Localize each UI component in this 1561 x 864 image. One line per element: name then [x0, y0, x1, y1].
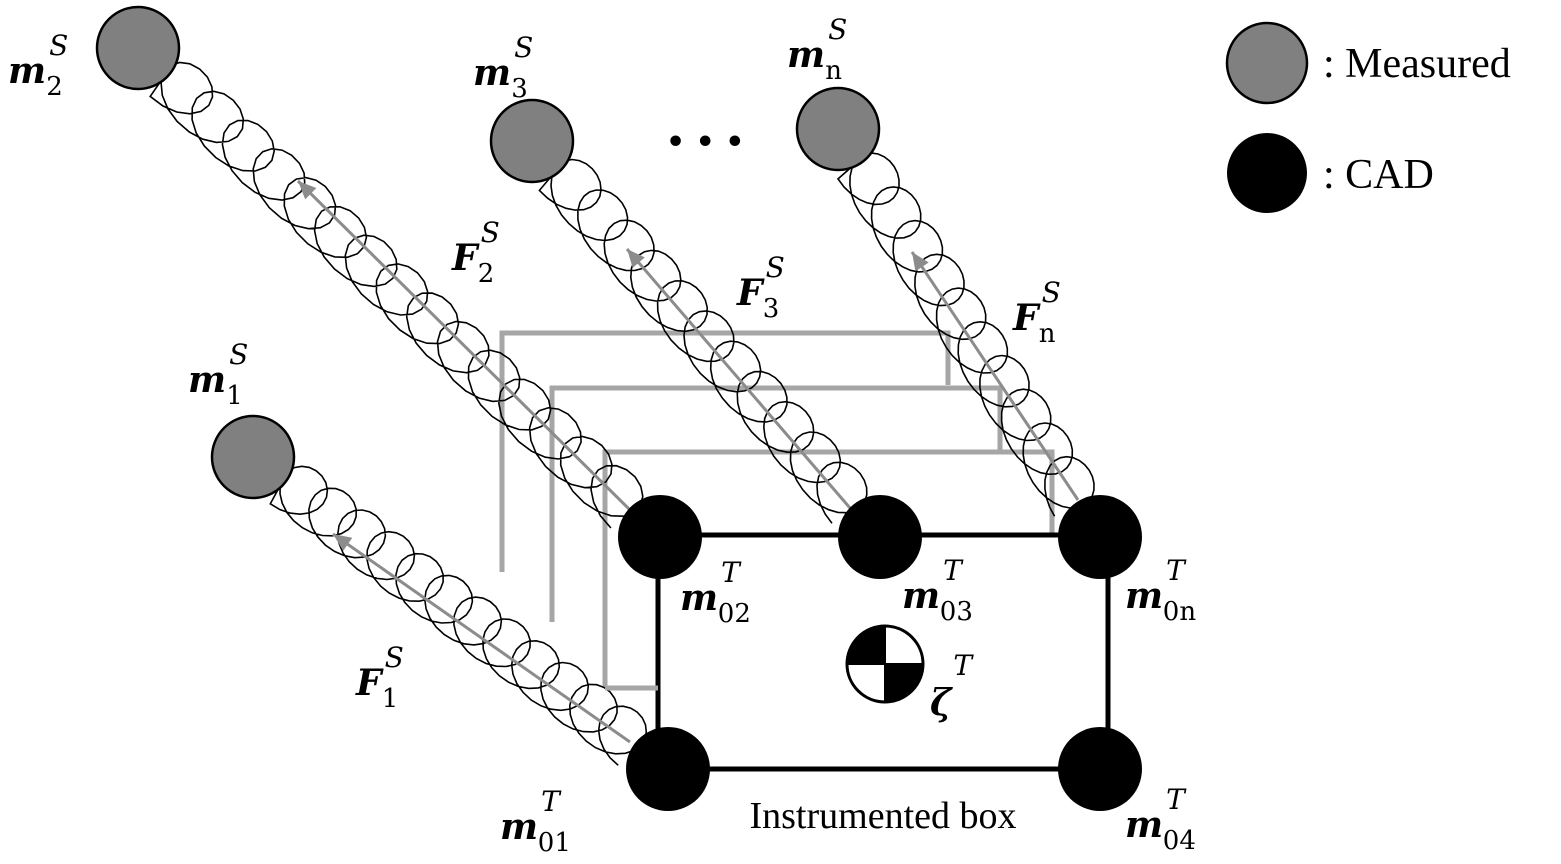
legend-measured-label: : Measured	[1323, 41, 1511, 87]
marker-m3	[489, 98, 575, 184]
spring-1	[269, 465, 648, 766]
measured-markers	[95, 5, 881, 500]
marker-m1	[210, 414, 296, 500]
spring-n	[836, 152, 1095, 517]
spring-n-arrowhead	[912, 252, 929, 272]
legend-cad-swatch	[1227, 133, 1307, 213]
spring-1-arrowhead	[333, 534, 353, 551]
marker-m0n	[1058, 495, 1142, 579]
ellipsis: • • •	[666, 125, 744, 160]
marker-m2	[95, 5, 181, 91]
ghost-frames	[499, 330, 1055, 688]
spring-1-force-arrow	[332, 532, 631, 744]
spring-3-arrowhead	[627, 249, 645, 268]
label-center-of-mass: ζT	[930, 649, 974, 724]
legend-measured-swatch	[1225, 21, 1309, 105]
marker-m01	[626, 727, 710, 811]
spring-3	[538, 158, 868, 524]
spring-n-force-arrow	[910, 251, 1080, 501]
center-of-mass-icon	[845, 624, 925, 704]
marker-m03	[838, 495, 922, 579]
ghost-frame-3	[499, 330, 951, 572]
spring-2	[149, 61, 644, 529]
instrumented-box-label: Instrumented box	[749, 795, 1016, 837]
springs	[149, 61, 1095, 766]
cad-markers	[618, 495, 1142, 811]
legend: : Measured : CAD	[1225, 21, 1511, 213]
spring-3-force-arrow	[625, 248, 852, 509]
spring-2-force-arrow	[296, 179, 632, 512]
ghost-frame-1	[602, 449, 1055, 688]
marker-m02	[618, 495, 702, 579]
marker-m04	[1058, 727, 1142, 811]
spring-2-arrowhead	[298, 181, 317, 200]
legend-cad-label: : CAD	[1323, 152, 1434, 198]
marker-mn	[795, 86, 881, 172]
ghost-frame-2	[549, 385, 1003, 622]
